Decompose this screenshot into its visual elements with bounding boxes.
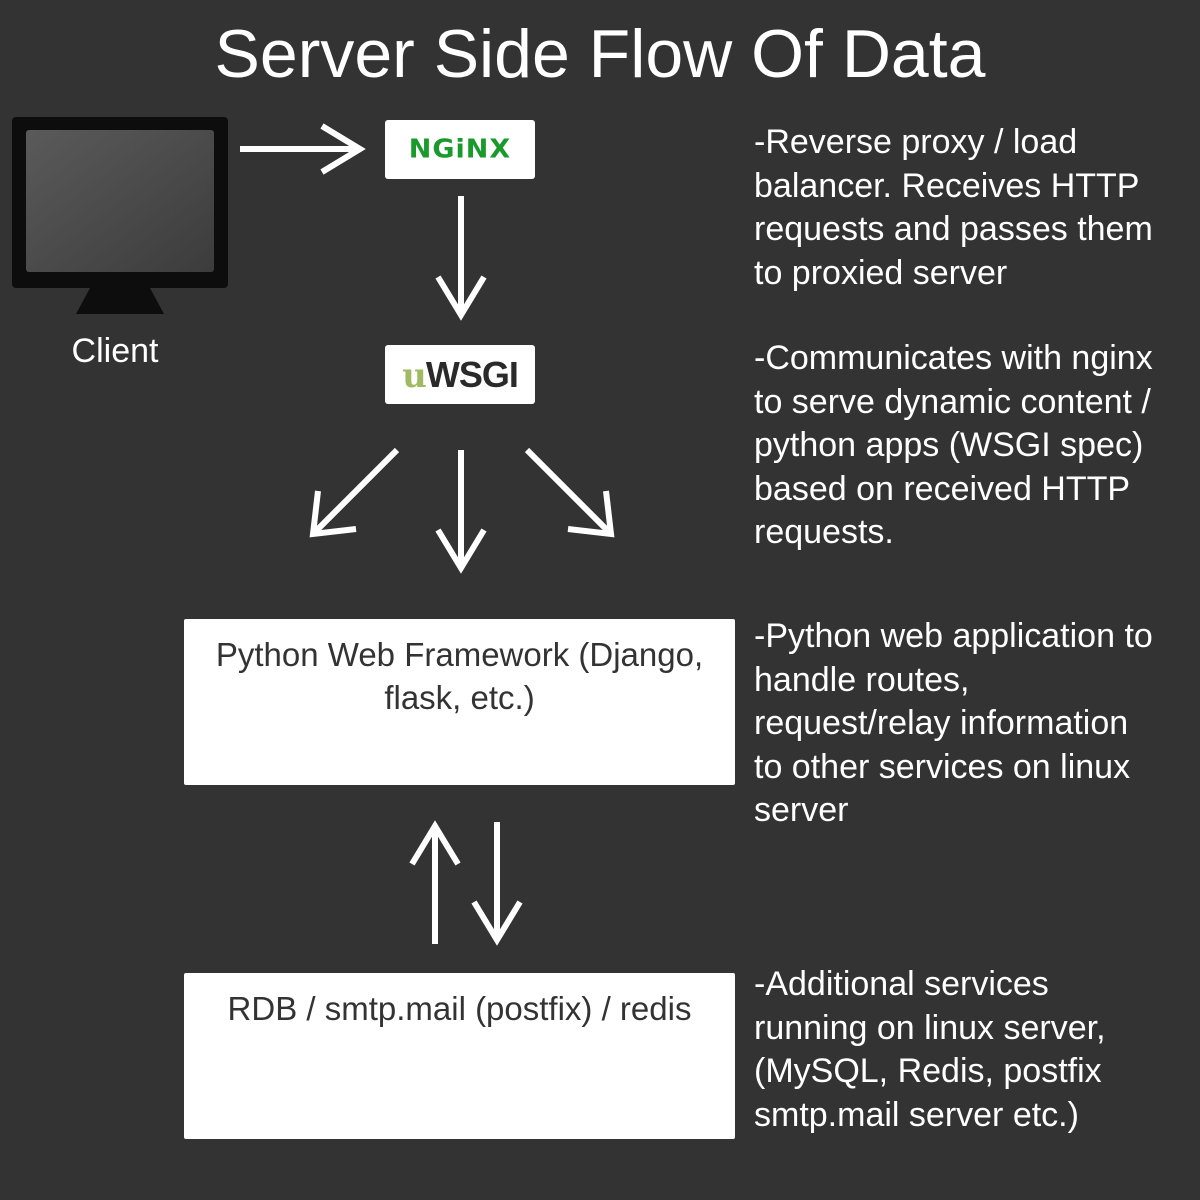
- services-label: RDB / smtp.mail (postfix) / redis: [227, 990, 692, 1027]
- client-label: Client: [71, 332, 159, 370]
- framework-label: Python Web Framework (Django, flask, etc…: [215, 636, 704, 716]
- uwsgi-description: -Communicates with nginx to serve dynami…: [754, 339, 1153, 551]
- framework-box: Python Web Framework (Django, flask, etc…: [184, 619, 735, 785]
- uwsgi-logo-box: uWSGI: [385, 345, 535, 404]
- services-description: -Additional services running on linux se…: [754, 965, 1106, 1134]
- uwsgi-logo: uWSGI: [402, 353, 519, 396]
- arrow-uwsgi-down: [435, 450, 487, 574]
- services-box: RDB / smtp.mail (postfix) / redis: [184, 973, 735, 1139]
- uwsgi-logo-rest: WSGI: [425, 353, 519, 395]
- arrow-uwsgi-down-right: [524, 447, 615, 538]
- arrow-framework-to-services: [471, 822, 523, 946]
- framework-description: -Python web application to handle routes…: [754, 617, 1153, 829]
- nginx-description: -Reverse proxy / load balancer. Receives…: [754, 123, 1153, 292]
- arrow-client-to-nginx: [240, 123, 366, 175]
- nginx-logo-box: NGiNX: [385, 120, 535, 179]
- monitor-icon: [12, 117, 228, 314]
- uwsgi-logo-u: u: [402, 355, 427, 396]
- page-title: Server Side Flow Of Data: [214, 16, 986, 92]
- arrow-services-to-framework: [409, 820, 461, 944]
- arrow-uwsgi-down-left: [309, 447, 400, 538]
- arrow-nginx-to-uwsgi: [435, 196, 487, 321]
- nginx-logo: NGiNX: [408, 134, 512, 165]
